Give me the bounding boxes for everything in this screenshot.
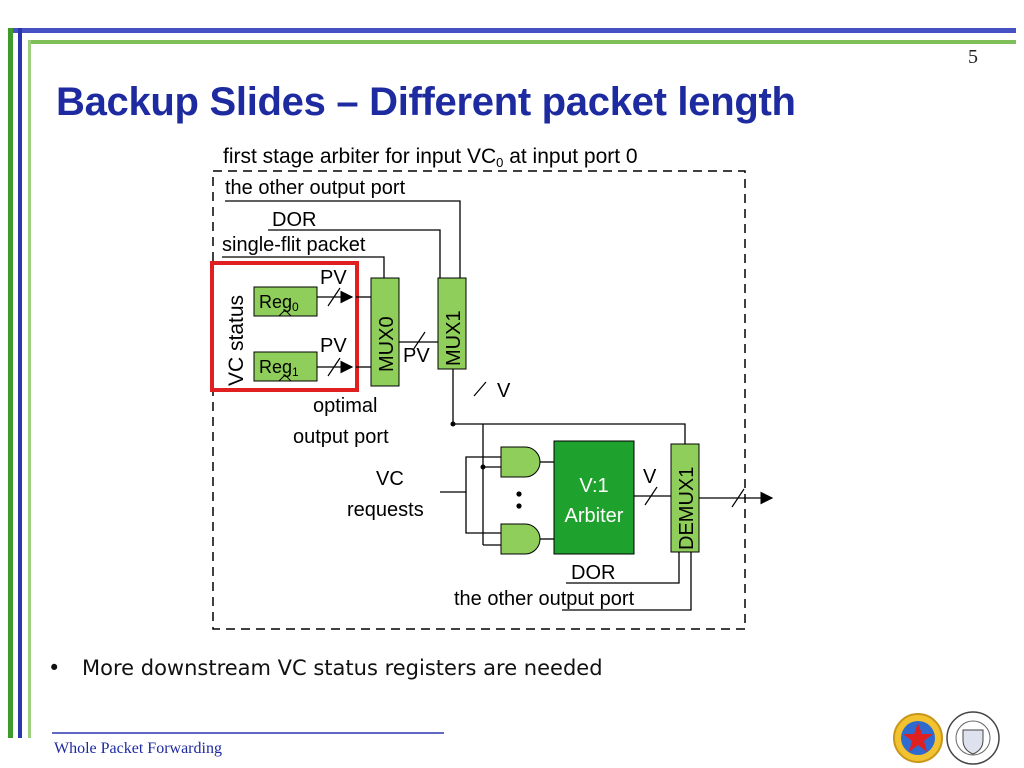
mux1-bus-slash: [473, 381, 487, 397]
left-accent-bar-blue: [18, 28, 22, 738]
label-vc-status: VC status: [225, 295, 248, 386]
slide-title: Backup Slides – Different packet length: [56, 80, 796, 124]
left-accent-bar: [8, 28, 13, 738]
label-v-arbiter-out: V: [643, 466, 657, 488]
label-pv-top: PV: [320, 267, 347, 289]
label-pv-mux: PV: [403, 345, 430, 367]
reg1-bus-slash: [327, 357, 341, 377]
wire-dor-bottom: [566, 552, 680, 584]
university-of-toronto-seal-icon: [946, 711, 1000, 765]
mux0-bus-slash: [412, 331, 426, 351]
mux0-block: [370, 277, 400, 387]
reg0-bus-slash: [327, 287, 341, 307]
label-dor-top: DOR: [272, 209, 316, 231]
top-accent-bar-green: [30, 40, 1016, 44]
label-vc: VC: [376, 468, 404, 490]
arbiter-block: [553, 440, 635, 555]
label-single-flit-packet: single-flit packet: [222, 234, 366, 256]
footer-title: Whole Packet Forwarding: [54, 740, 222, 757]
bullet-dot-icon: •: [48, 656, 61, 680]
arbiter-label-line1: V:1: [579, 475, 608, 497]
page-number: 5: [968, 46, 978, 68]
wire-single-flit: [222, 256, 385, 278]
and-gate-bottom-icon: [500, 523, 541, 555]
arbiter-label-line2: Arbiter: [565, 505, 624, 527]
bullet-text: More downstream VC status registers are …: [82, 656, 603, 680]
reg0-clock-icon: [278, 309, 292, 317]
wire-other-output-port: [225, 200, 461, 278]
reg0-block: [253, 286, 318, 317]
reg1-clock-icon: [278, 374, 292, 382]
ellipsis-dot-2: [516, 503, 522, 509]
mux1-label: MUX1: [443, 310, 465, 366]
label-other-output-port-top: the other output port: [225, 177, 406, 199]
demux1-label: DEMUX1: [676, 467, 698, 550]
left-accent-bar-light: [28, 40, 31, 738]
vc-status-highlight: [210, 261, 359, 392]
ellipsis-dot-1: [516, 491, 522, 497]
diagram-caption: first stage arbiter for input VC0 at inp…: [223, 145, 638, 170]
label-pv-bottom: PV: [320, 335, 347, 357]
label-v-mux-out: V: [497, 380, 511, 402]
demux-bus-slash: [731, 488, 745, 508]
label-requests: requests: [347, 499, 424, 521]
wire-optimal-demux: [453, 423, 686, 444]
wire-vc-requests: [440, 456, 501, 493]
bullet-point: • More downstream VC status registers are…: [48, 656, 603, 680]
demux1-block: [670, 443, 700, 553]
label-other-output-port-bottom: the other output port: [454, 588, 635, 610]
university-emblem-icon: [893, 713, 943, 763]
reg1-label: Reg1: [259, 357, 299, 379]
label-dor-bottom: DOR: [571, 562, 615, 584]
mux0-label: MUX0: [376, 316, 398, 372]
wire-dor-top: [268, 229, 441, 278]
wire-other-output-port-bottom: [562, 552, 692, 611]
and-gate-top-icon: [500, 446, 541, 478]
label-output-port: output port: [293, 426, 389, 448]
reg0-label: Reg0: [259, 292, 299, 314]
mux1-block: [437, 277, 467, 370]
label-optimal: optimal: [313, 395, 377, 417]
arbiter-bus-slash: [644, 486, 658, 506]
wire-vc-requests-low: [465, 492, 501, 534]
top-accent-bar: [8, 28, 1016, 33]
